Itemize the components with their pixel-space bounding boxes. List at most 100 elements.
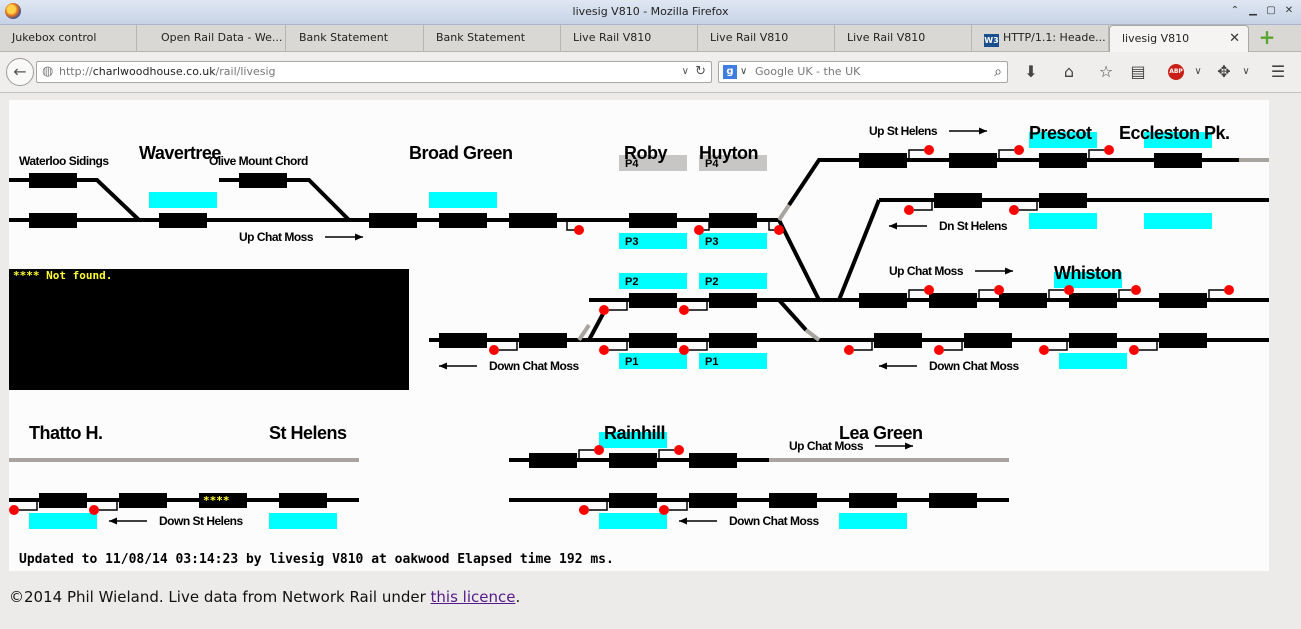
arrowhead: [1005, 267, 1014, 275]
indicator: [269, 513, 337, 529]
tab-bank-statement-1[interactable]: Bank Statement: [287, 25, 424, 51]
search-engine-dropdown-icon[interactable]: ∨: [740, 66, 748, 77]
tab-label: HTTP/1.1: Heade...: [1003, 31, 1106, 44]
platform-label: P2: [705, 276, 718, 288]
signal: [679, 300, 708, 315]
berth: [369, 213, 417, 228]
indicator: [1059, 353, 1127, 369]
adblock-icon[interactable]: ABP: [1168, 64, 1184, 80]
signal: [9, 500, 38, 515]
extension-dropdown-icon[interactable]: ∨: [1242, 66, 1250, 77]
reload-icon[interactable]: ↻: [695, 64, 706, 79]
berth: [934, 193, 982, 208]
indicator: [1144, 213, 1212, 229]
signal: [579, 500, 608, 515]
station-name: Prescot: [1029, 123, 1092, 143]
url-dropdown-icon[interactable]: ∨: [681, 66, 689, 77]
indicator: [1144, 132, 1212, 148]
berth: [1039, 153, 1087, 168]
grey-points-1: [777, 203, 791, 222]
berth: [689, 493, 737, 508]
tab-label: Bank Statement: [299, 31, 389, 44]
station-name: Rainhill: [604, 423, 665, 443]
new-tab-icon[interactable]: +: [1258, 25, 1276, 49]
signal: [694, 220, 710, 235]
adblock-dropdown-icon[interactable]: ∨: [1194, 66, 1202, 77]
maximize-icon[interactable]: ▢: [1266, 5, 1276, 16]
berth: [1159, 293, 1207, 308]
berth: [859, 293, 907, 308]
direction-label: Up Chat Moss: [889, 264, 964, 278]
platform-label: P4: [705, 158, 719, 170]
footer-text: ©2014 Phil Wieland. Live data from Netwo…: [9, 588, 431, 606]
berth: [29, 213, 77, 228]
menu-icon[interactable]: ☰: [1270, 62, 1286, 81]
berth: [709, 293, 757, 308]
clipboard-icon[interactable]: ▤: [1130, 62, 1146, 81]
bookmark-star-icon[interactable]: ☆: [1098, 62, 1114, 81]
signal: [1118, 285, 1141, 300]
platform-p1: [699, 353, 767, 369]
tab-bank-statement-2[interactable]: Bank Statement: [424, 25, 561, 51]
tab-open-rail[interactable]: Open Rail Data - We...: [149, 25, 286, 51]
extension-icon[interactable]: ✥: [1217, 62, 1231, 81]
w3c-icon: W3: [984, 34, 999, 47]
location-label: Olive Mount Chord: [209, 154, 308, 168]
berth: [629, 333, 677, 348]
berth: [239, 173, 287, 188]
station-name: Eccleston Pk.: [1119, 123, 1230, 143]
berth: [964, 333, 1012, 348]
berth: [949, 153, 997, 168]
search-input[interactable]: Google UK - the UK: [755, 65, 861, 78]
search-bar[interactable]: g ∨ Google UK - the UK ⌕: [718, 61, 1008, 83]
close-tab-icon[interactable]: ✕: [1229, 31, 1240, 46]
signal: [89, 500, 118, 515]
minimize-icon[interactable]: ▁: [1249, 5, 1257, 16]
station-name: Roby: [624, 143, 667, 163]
platform-p3: [699, 233, 767, 249]
indicator: [429, 192, 497, 208]
tab-strip: Jukebox control Open Rail Data - We... B…: [0, 25, 1301, 52]
berth: [1069, 293, 1117, 308]
close-window-icon[interactable]: ✕: [1284, 5, 1294, 16]
back-arrow-icon: ←: [13, 62, 27, 81]
tab-live-rail-3[interactable]: Live Rail V810: [835, 25, 972, 51]
tab-live-rail-1[interactable]: Live Rail V810: [561, 25, 698, 51]
message-panel: [9, 269, 409, 390]
download-icon[interactable]: ⬇: [1024, 62, 1038, 81]
berth: [859, 153, 907, 168]
berth: [1069, 333, 1117, 348]
track-crossover-east: [777, 298, 808, 332]
licence-link[interactable]: this licence: [430, 588, 516, 606]
platform-p4: [619, 155, 687, 171]
platform-label: P4: [625, 158, 639, 170]
tab-http[interactable]: W3 HTTP/1.1: Heade...: [972, 25, 1109, 51]
signal: [768, 220, 784, 235]
tab-jukebox[interactable]: Jukebox control: [0, 25, 137, 51]
url-bar[interactable]: ◍ http://charlwoodhouse.co.uk/rail/lives…: [36, 61, 712, 83]
navigation-bar: ← ◍ http://charlwoodhouse.co.uk/rail/liv…: [0, 52, 1301, 93]
berth: [159, 213, 207, 228]
location-label: Waterloo Sidings: [19, 154, 109, 168]
platform-label: P3: [625, 236, 638, 248]
search-icon[interactable]: ⌕: [994, 64, 1002, 80]
google-icon[interactable]: g: [723, 65, 737, 79]
berth: [29, 173, 77, 188]
berth: [509, 213, 557, 228]
platform-label: P1: [705, 356, 718, 368]
signal: [489, 340, 518, 355]
tab-live-rail-2[interactable]: Live Rail V810: [698, 25, 835, 51]
back-button[interactable]: ←: [6, 58, 34, 86]
tab-livesig[interactable]: livesig V810✕: [1109, 25, 1249, 52]
signal: [659, 500, 688, 515]
location-labels: Waterloo Sidings Olive Mount Chord: [19, 154, 308, 168]
platform-label: P1: [625, 356, 638, 368]
platform-p2: [619, 273, 687, 289]
home-icon[interactable]: ⌂: [1063, 62, 1075, 81]
tab-label: Live Rail V810: [573, 31, 652, 44]
berth: [999, 293, 1047, 308]
window-up-icon[interactable]: ⌃: [1230, 5, 1240, 16]
